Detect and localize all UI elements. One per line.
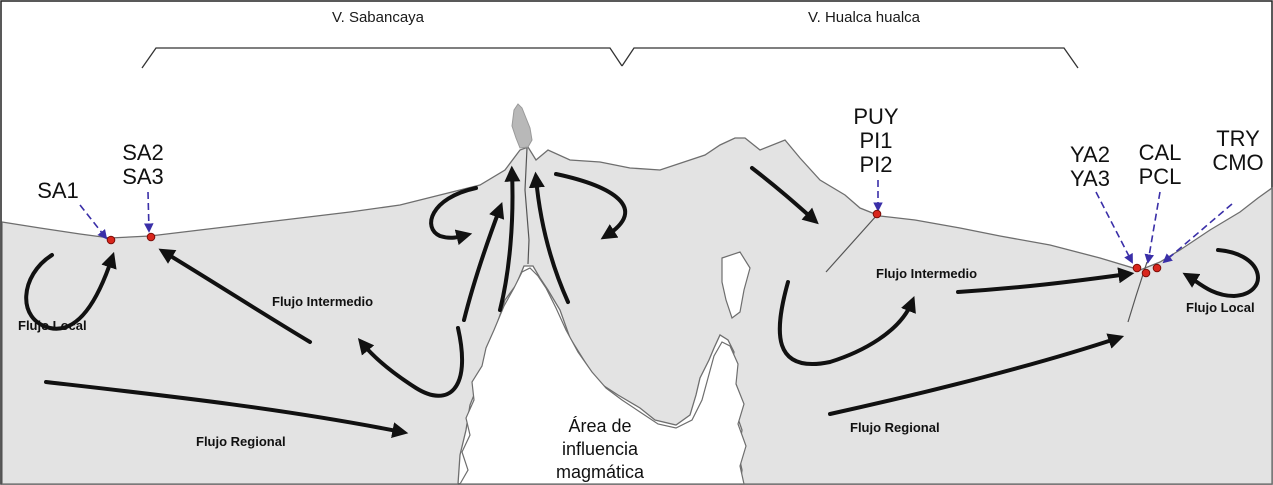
sample-point-sa2-sa3 xyxy=(147,233,155,241)
volcano-title-hualca: V. Hualca hualca xyxy=(808,9,921,26)
site-label-ya3: YA3 xyxy=(1070,166,1110,191)
flow-label-regional-right: Flujo Regional xyxy=(850,420,940,435)
site-label-pi2: PI2 xyxy=(859,152,892,177)
site-label-try: TRY xyxy=(1216,126,1260,151)
site-label-sa2: SA2 xyxy=(122,140,164,165)
magmatic-area-line-3: magmática xyxy=(556,462,645,482)
flow-label-local-right: Flujo Local xyxy=(1186,300,1255,315)
volcano-title-sabancaya: V. Sabancaya xyxy=(332,9,425,26)
sample-point-sa1 xyxy=(107,236,115,244)
site-label-ya2: YA2 xyxy=(1070,142,1110,167)
site-label-cmo: CMO xyxy=(1212,150,1263,175)
sample-point-cal xyxy=(1142,269,1150,277)
flow-label-intermediate-right: Flujo Intermedio xyxy=(876,266,977,281)
site-label-sa1: SA1 xyxy=(37,178,79,203)
flow-label-regional-left: Flujo Regional xyxy=(196,434,286,449)
site-label-puy: PUY xyxy=(853,104,899,129)
site-label-pi1: PI1 xyxy=(859,128,892,153)
flow-label-local-left: Flujo Local xyxy=(18,318,87,333)
sample-point-puy xyxy=(873,210,881,218)
flow-label-intermediate-left: Flujo Intermedio xyxy=(272,294,373,309)
magmatic-area-line-1: Área de xyxy=(568,416,631,436)
site-label-sa3: SA3 xyxy=(122,164,164,189)
sample-point-try xyxy=(1153,264,1161,272)
site-label-pcl: PCL xyxy=(1139,164,1182,189)
site-label-cal: CAL xyxy=(1139,140,1182,165)
magmatic-area-line-2: influencia xyxy=(562,439,639,459)
sample-point-ya xyxy=(1133,264,1141,272)
